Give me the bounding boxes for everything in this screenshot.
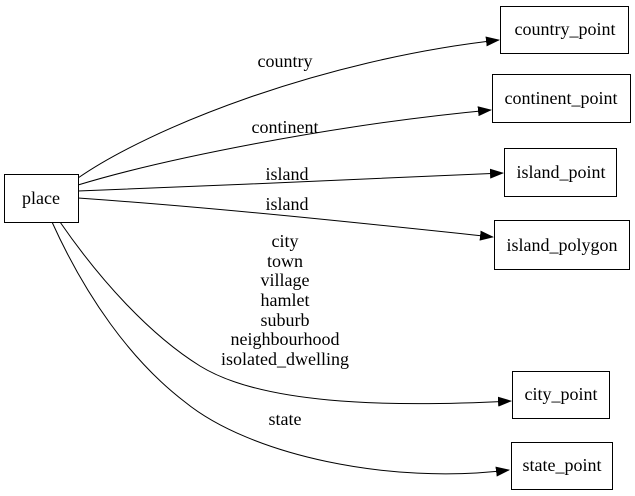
node-continent_point-box	[492, 74, 631, 123]
node-city_point-box	[512, 371, 610, 419]
edge-label-suburb: suburb	[261, 310, 310, 330]
edge-label-town: town	[267, 251, 303, 271]
edge-place-continent_point	[77, 106, 492, 186]
node-country_point: country_point	[500, 6, 629, 54]
node-island_polygon-label: island_polygon	[507, 235, 618, 255]
node-state_point: state_point	[511, 442, 613, 490]
edge-label-island-point: island	[266, 164, 309, 184]
node-city_point-label: city_point	[525, 384, 598, 404]
edge-label-state: state	[269, 409, 302, 429]
node-state_point-label: state_point	[523, 455, 602, 475]
node-island_polygon: island_polygon	[494, 220, 630, 270]
node-island_polygon-box	[494, 220, 630, 270]
node-place-label: place	[22, 188, 60, 208]
edge-label-isolated-dwelling: isolated_dwelling	[221, 349, 349, 369]
edge-label-hamlet: hamlet	[261, 290, 310, 310]
edge-label-island-polygon: island	[266, 194, 309, 214]
node-place: place	[4, 174, 79, 223]
node-country_point-box	[500, 6, 629, 54]
edge-label-city-multiline: city town village hamlet suburb neighbou…	[221, 231, 349, 369]
node-continent_point-label: continent_point	[505, 88, 618, 108]
edge-place-island_point	[77, 168, 504, 192]
node-place-box	[4, 174, 79, 223]
node-continent_point: continent_point	[492, 74, 631, 123]
node-country_point-label: country_point	[515, 19, 616, 39]
edge-place-island_polygon	[77, 197, 494, 241]
edge-place-city_point	[59, 221, 512, 407]
edge-label-neighbourhood: neighbourhood	[231, 329, 340, 349]
node-island_point-box	[504, 148, 617, 197]
node-island_point: island_point	[504, 148, 617, 197]
edge-place-country_point	[77, 36, 500, 179]
edges	[51, 36, 512, 477]
node-island_point-label: island_point	[517, 162, 606, 182]
node-state_point-box	[511, 442, 613, 490]
edge-label-country: country	[258, 51, 313, 71]
edge-label-village: village	[261, 270, 310, 290]
edge-place-state_point	[51, 221, 510, 477]
nodes: place country_point continent_point isla…	[4, 6, 631, 490]
node-city_point: city_point	[512, 371, 610, 419]
edge-labels: country continent island island city tow…	[221, 51, 349, 429]
edge-label-continent: continent	[252, 117, 319, 137]
edge-label-city: city	[272, 231, 299, 251]
